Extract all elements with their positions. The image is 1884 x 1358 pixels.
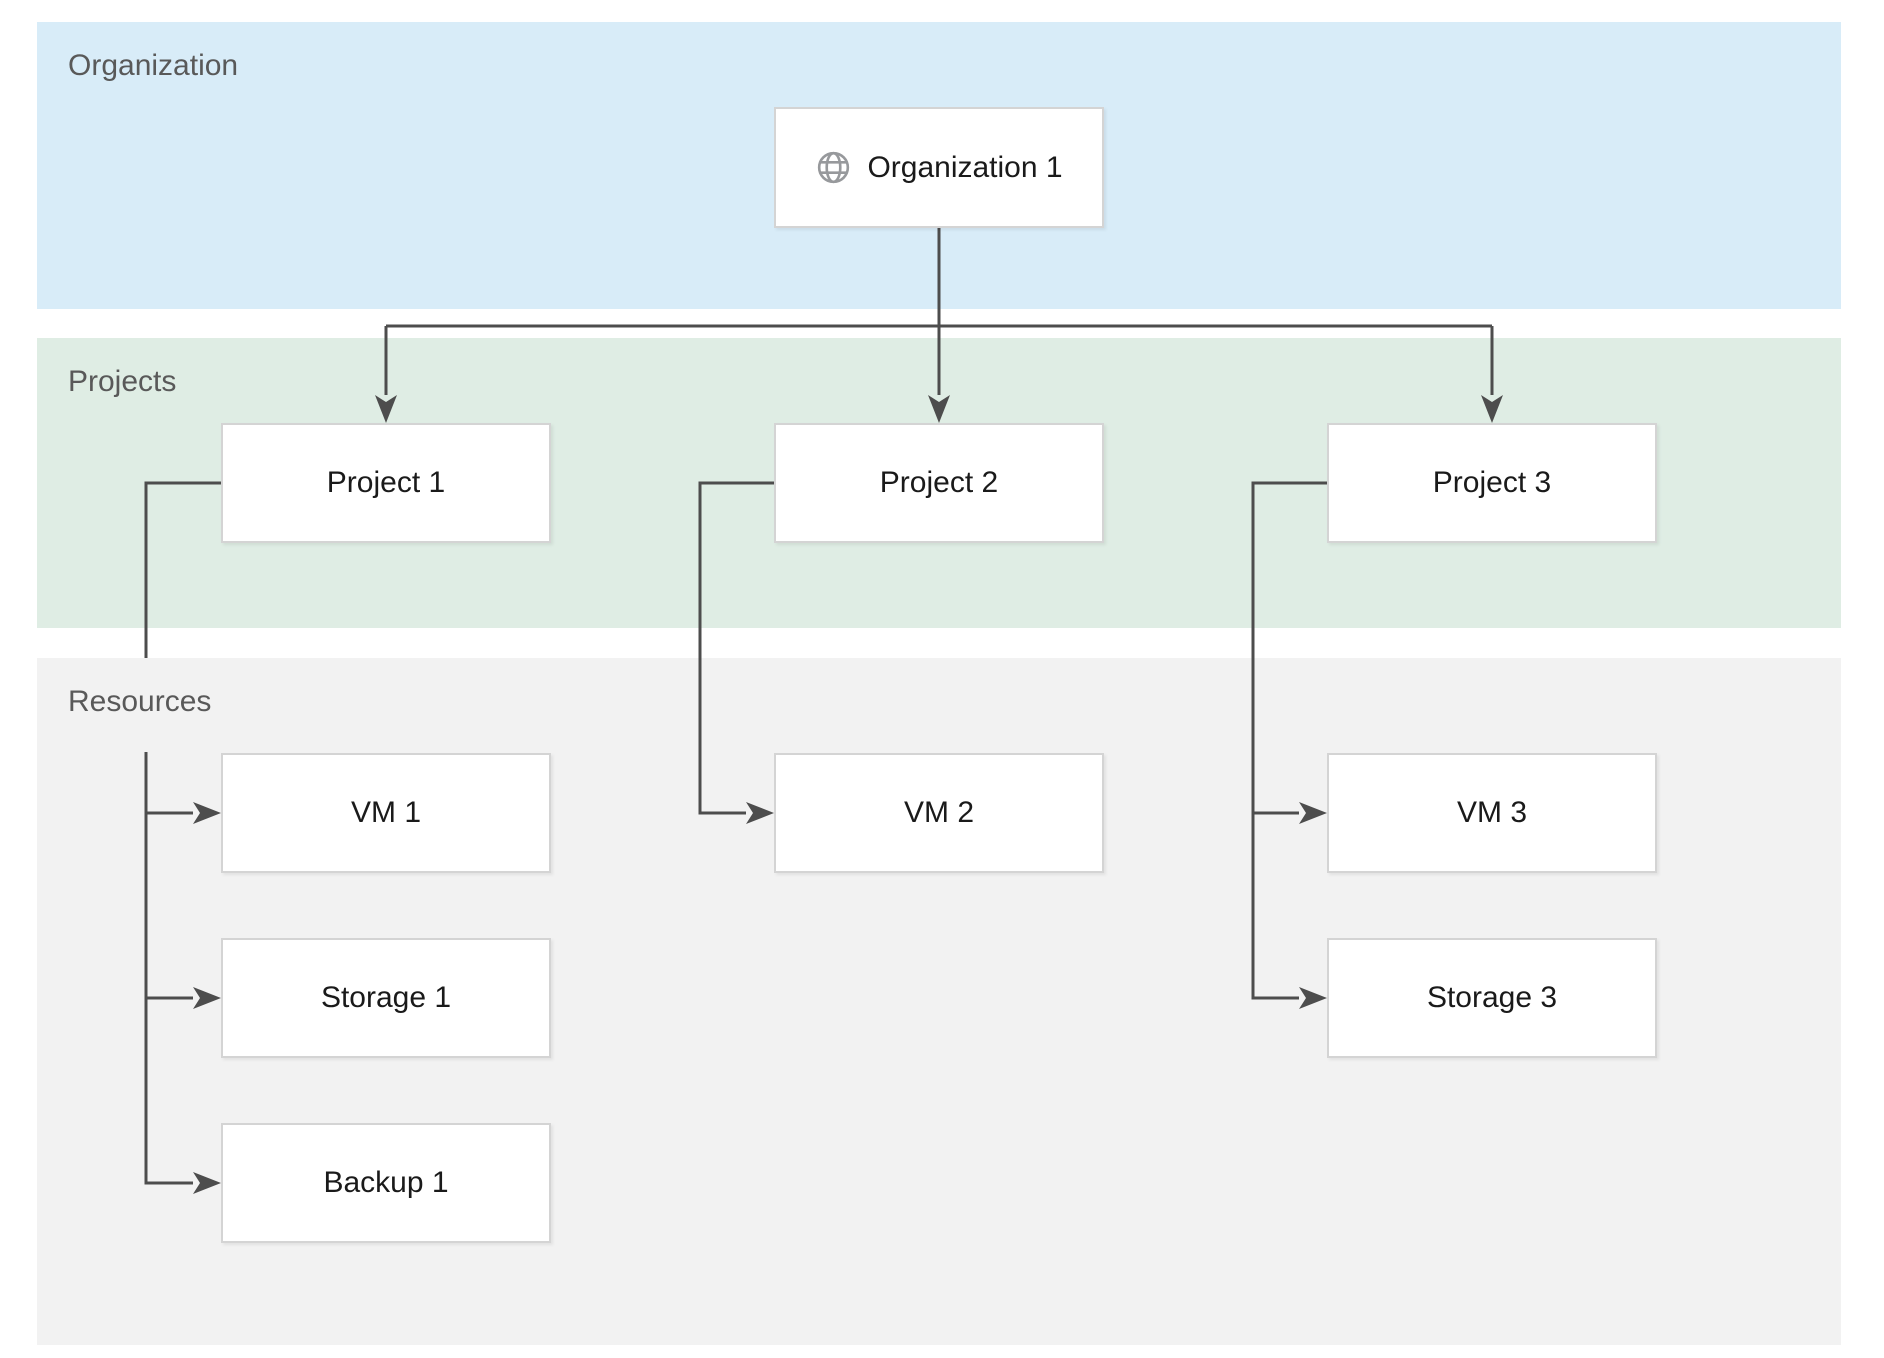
band-projects-label: Projects [68,365,177,398]
node-vm-3: VM 3 [1327,753,1657,873]
node-project-2: Project 2 [774,423,1104,543]
node-project-1: Project 1 [221,423,551,543]
band-resources-label: Resources [68,685,212,718]
band-organization-label: Organization [68,49,239,82]
node-label: Organization 1 [867,150,1063,184]
node-label: Storage 3 [1426,981,1558,1014]
node-organization-1: Organization 1 [774,107,1104,228]
node-label: Backup 1 [323,1166,449,1199]
node-label: Project 2 [879,466,999,499]
node-label: Project 3 [1432,466,1552,499]
node-storage-1: Storage 1 [221,938,551,1058]
node-label: VM 1 [350,796,422,829]
connector-project1-backup1 [144,752,221,1194]
node-vm-1: VM 1 [221,753,551,873]
node-project-3: Project 3 [1327,423,1657,543]
node-label: Project 1 [326,466,446,499]
connector-project3-storage3 [1251,481,1327,1009]
node-label: VM 2 [903,796,975,829]
node-backup-1: Backup 1 [221,1123,551,1243]
node-storage-3: Storage 3 [1327,938,1657,1058]
globe-icon [815,149,852,186]
connector-project1-stub [144,481,221,658]
connector-project2-vm2 [698,481,774,824]
node-label: VM 3 [1456,796,1528,829]
node-label: Storage 1 [320,981,452,1014]
node-vm-2: VM 2 [774,753,1104,873]
